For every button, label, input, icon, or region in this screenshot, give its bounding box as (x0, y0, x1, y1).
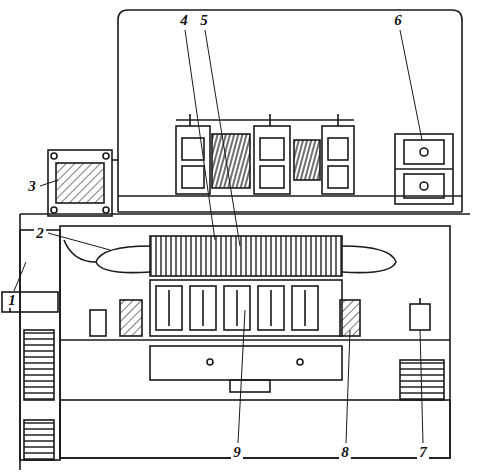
machine-body (258, 286, 284, 330)
control-box (254, 126, 290, 194)
control-box (420, 182, 428, 190)
leader-line (14, 30, 423, 443)
machine-body (90, 310, 106, 336)
control-box (337, 114, 339, 126)
machine-body (190, 286, 216, 330)
machine-body (150, 280, 342, 336)
machine-body (270, 290, 272, 326)
machine-body (202, 290, 204, 326)
machine-body (297, 359, 303, 365)
machine-body (168, 290, 170, 326)
control-box (395, 168, 453, 170)
control-box (51, 207, 57, 213)
control-box (103, 153, 109, 159)
control-box (176, 119, 354, 121)
control-box (404, 140, 444, 164)
leader-line (40, 180, 58, 186)
leader-line (48, 233, 110, 250)
control-box (322, 126, 354, 194)
machine-body (24, 420, 54, 460)
callout-number: 6 (392, 13, 404, 28)
callout-number: 1 (6, 293, 18, 308)
callout-number: 4 (178, 13, 190, 28)
callout-number: 2 (34, 226, 46, 241)
control-box (328, 166, 348, 188)
control-box (328, 138, 348, 160)
machine-body (150, 346, 342, 380)
leader-line (400, 30, 422, 140)
machine-body (96, 246, 150, 273)
control-box (182, 166, 204, 188)
machine-body (120, 300, 142, 336)
control-box (420, 148, 428, 156)
machine-body (292, 286, 318, 330)
machine-body (20, 230, 60, 460)
machine-body (2, 292, 58, 312)
control-box (48, 10, 462, 216)
machine-body (224, 286, 250, 330)
control-box (103, 207, 109, 213)
machine-body (24, 330, 54, 400)
machine-body (150, 236, 342, 276)
machine-body (207, 359, 213, 365)
callout-number: 8 (339, 445, 351, 460)
machine-body (304, 290, 306, 326)
control-box (294, 140, 320, 180)
control-box (404, 174, 444, 198)
control-box (189, 114, 191, 126)
machine-body (419, 298, 421, 304)
control-box (260, 138, 284, 160)
machine-body (20, 213, 470, 215)
leader-line (238, 310, 245, 443)
callout-number: 9 (231, 445, 243, 460)
control-box (51, 153, 57, 159)
control-box (48, 150, 112, 216)
control-box (260, 166, 284, 188)
machine-body (342, 246, 396, 273)
leader-line (205, 30, 240, 246)
control-box (269, 114, 271, 126)
leader-line (14, 262, 26, 291)
leader-line (346, 330, 350, 443)
callout-number: 3 (26, 179, 38, 194)
machine-body (60, 339, 450, 341)
control-box (118, 195, 462, 197)
callout-number: 5 (198, 13, 210, 28)
machine-body (60, 226, 450, 458)
control-box (118, 10, 462, 212)
control-box (212, 134, 250, 188)
machine-body (410, 304, 430, 330)
control-box (112, 159, 118, 161)
control-box (395, 134, 453, 204)
machine-body (156, 286, 182, 330)
machine-body (236, 290, 238, 326)
machine-body (2, 214, 470, 470)
machine-body (60, 400, 450, 458)
callout-number: 7 (417, 445, 429, 460)
control-box (56, 163, 104, 203)
machine-body (230, 380, 270, 392)
machine-body (64, 240, 96, 262)
leader-line (420, 330, 423, 443)
control-box (118, 211, 462, 213)
control-box (176, 126, 210, 194)
